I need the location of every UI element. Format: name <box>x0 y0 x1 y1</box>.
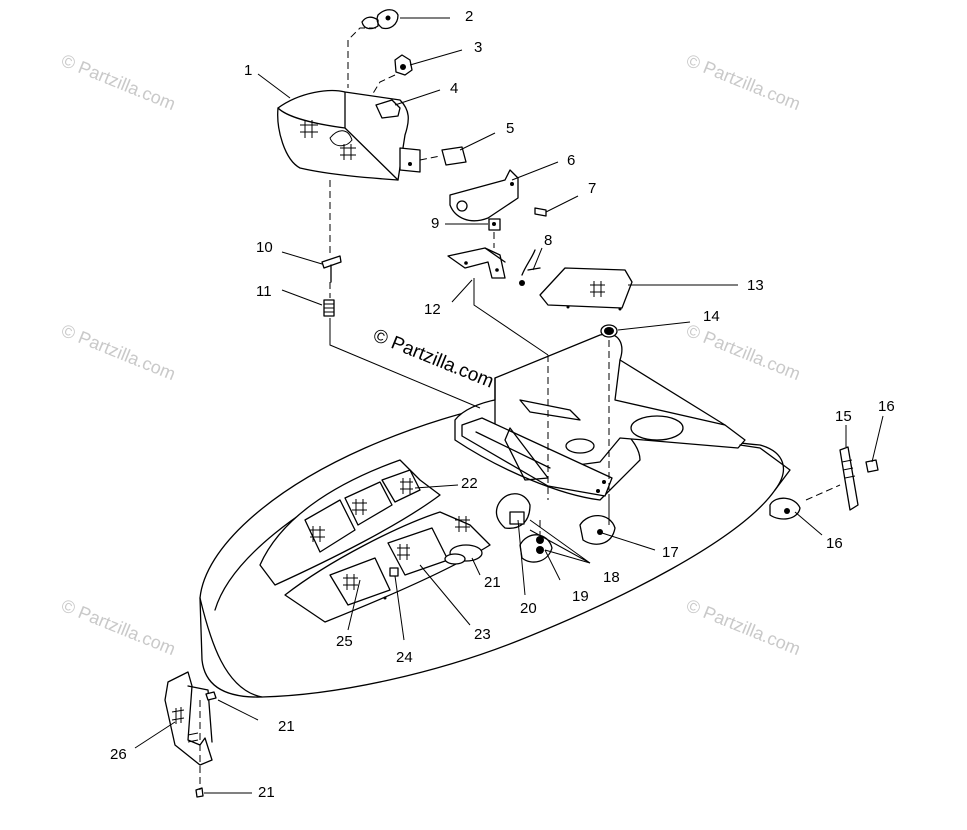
screw-part-7 <box>534 207 547 217</box>
callout-25: 25 <box>336 633 353 650</box>
clip-part-4 <box>375 99 401 119</box>
cover-part-13 <box>539 267 633 311</box>
callout-11: 11 <box>256 283 272 300</box>
callout-17: 17 <box>662 544 679 561</box>
callout-9: 9 <box>431 215 439 232</box>
callout-13: 13 <box>747 277 764 294</box>
callout-5: 5 <box>506 120 514 137</box>
callout-22: 22 <box>461 475 478 492</box>
watermark-text: © Partzilla.com <box>684 320 804 384</box>
center-watermark: © Partzilla.com <box>370 325 497 392</box>
pad-part-5 <box>441 146 467 166</box>
bracket-part-12 <box>447 247 506 279</box>
watermark-text: © Partzilla.com <box>59 50 179 114</box>
watermark-text: © Partzilla.com <box>59 595 179 659</box>
screw-part-21 <box>205 691 217 701</box>
callout-10: 10 <box>256 239 273 256</box>
watermark-text: © Partzilla.com <box>684 595 804 659</box>
callout-12: 12 <box>424 301 441 318</box>
callout-18: 18 <box>603 569 620 586</box>
bulb-part-2 <box>361 9 399 30</box>
callout-21: 21 <box>484 574 501 591</box>
callout-2: 2 <box>465 8 473 25</box>
callout-4: 4 <box>450 80 458 97</box>
handle-part-15 <box>839 446 859 511</box>
callout-26: 26 <box>110 746 127 763</box>
headlight-housing <box>277 89 421 181</box>
callout-24: 24 <box>396 649 413 666</box>
callout-14: 14 <box>703 308 720 325</box>
watermark-text: © Partzilla.com <box>684 50 804 114</box>
callout-8: 8 <box>544 232 552 249</box>
callout-16: 16 <box>878 398 895 415</box>
watermark-text: © Partzilla.com <box>59 320 179 384</box>
callout-23: 23 <box>474 626 491 643</box>
hood-body <box>199 333 801 698</box>
callout-1: 1 <box>244 62 252 79</box>
callout-16: 16 <box>826 535 843 552</box>
leader-lines <box>134 17 884 794</box>
bracket-part-6 <box>449 169 519 222</box>
callout-15: 15 <box>835 408 852 425</box>
callout-21: 21 <box>278 718 295 735</box>
callout-3: 3 <box>474 39 482 56</box>
bracket-part-26 <box>164 671 213 766</box>
callout-20: 20 <box>520 600 537 617</box>
spring-part-8 <box>521 249 541 276</box>
spring-part-11 <box>323 299 335 317</box>
callout-labels: 1 2 3 4 5 6 7 8 9 10 11 12 13 14 15 16 1… <box>110 8 895 801</box>
callout-6: 6 <box>567 152 575 169</box>
socket-part-3 <box>394 54 413 76</box>
assembly-lines <box>199 27 841 790</box>
callout-7: 7 <box>588 180 596 197</box>
callout-21: 21 <box>258 784 275 801</box>
callout-19: 19 <box>572 588 589 605</box>
pin-part-10 <box>321 255 342 283</box>
